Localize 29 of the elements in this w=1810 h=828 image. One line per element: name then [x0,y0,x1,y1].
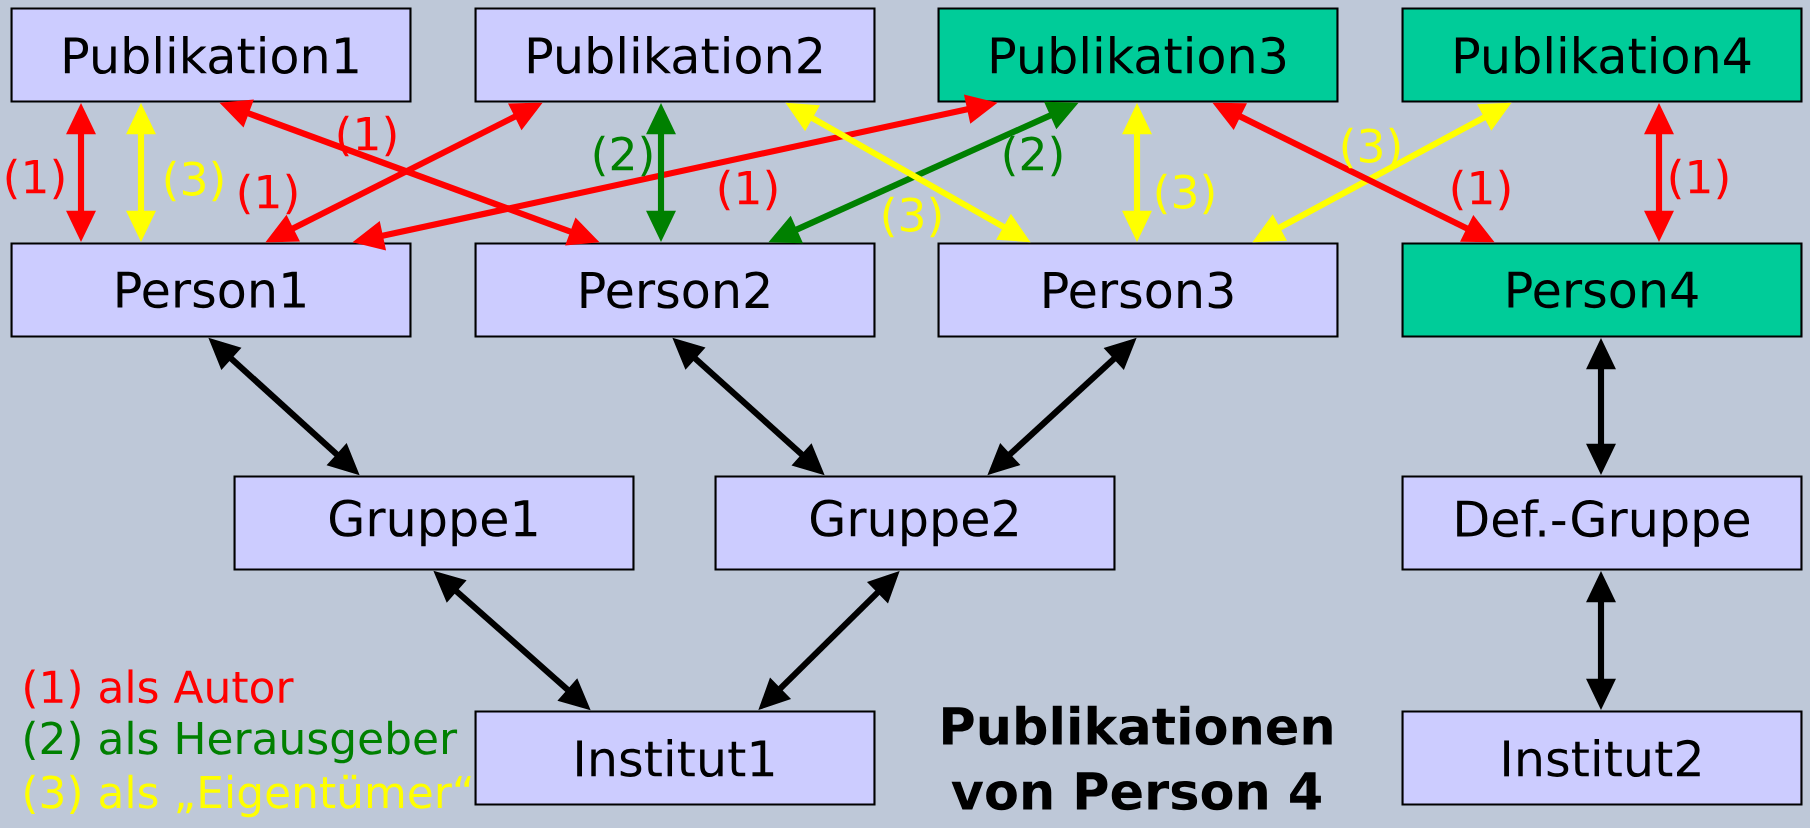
legend-entry: (1) als Autor [25,669,294,709]
legend-entry: (2) als Herausgeber [25,720,458,764]
entity-box: Publikation3 [937,7,1339,103]
entity-box: Gruppe1 [233,475,635,571]
edge-label: (3) [1156,173,1214,215]
edge-label: (3) [165,160,223,202]
caption: Publikationen von Person 4 [943,705,1332,811]
edge-label: (3) [883,196,941,238]
edge-label: (1) [338,115,396,157]
edge-label: (1) [719,169,777,211]
entity-box: Publikation4 [1401,7,1803,103]
legend-entry: (3) als „Eigentümer“ [25,774,471,818]
entity-box: Publikation1 [10,7,412,103]
entity-box: Def.-Gruppe [1401,475,1803,571]
edge-label: (1) [1452,169,1510,211]
entity-box: Gruppe2 [714,475,1116,571]
edge-label: (1) [239,173,297,215]
entity-box: Person3 [937,242,1339,338]
edge-label: (3) [1342,127,1400,169]
edge-label: (1) [6,158,64,200]
edge-label: (2) [594,135,652,177]
entity-box: Person4 [1401,242,1803,338]
edge-label: (1) [1670,158,1728,200]
entity-box: Person1 [10,242,412,338]
entity-box: Institut1 [474,710,876,806]
entity-box: Publikation2 [474,7,876,103]
edge-label: (2) [1004,135,1062,177]
entity-box: Institut2 [1401,710,1803,806]
entity-box: Person2 [474,242,876,338]
